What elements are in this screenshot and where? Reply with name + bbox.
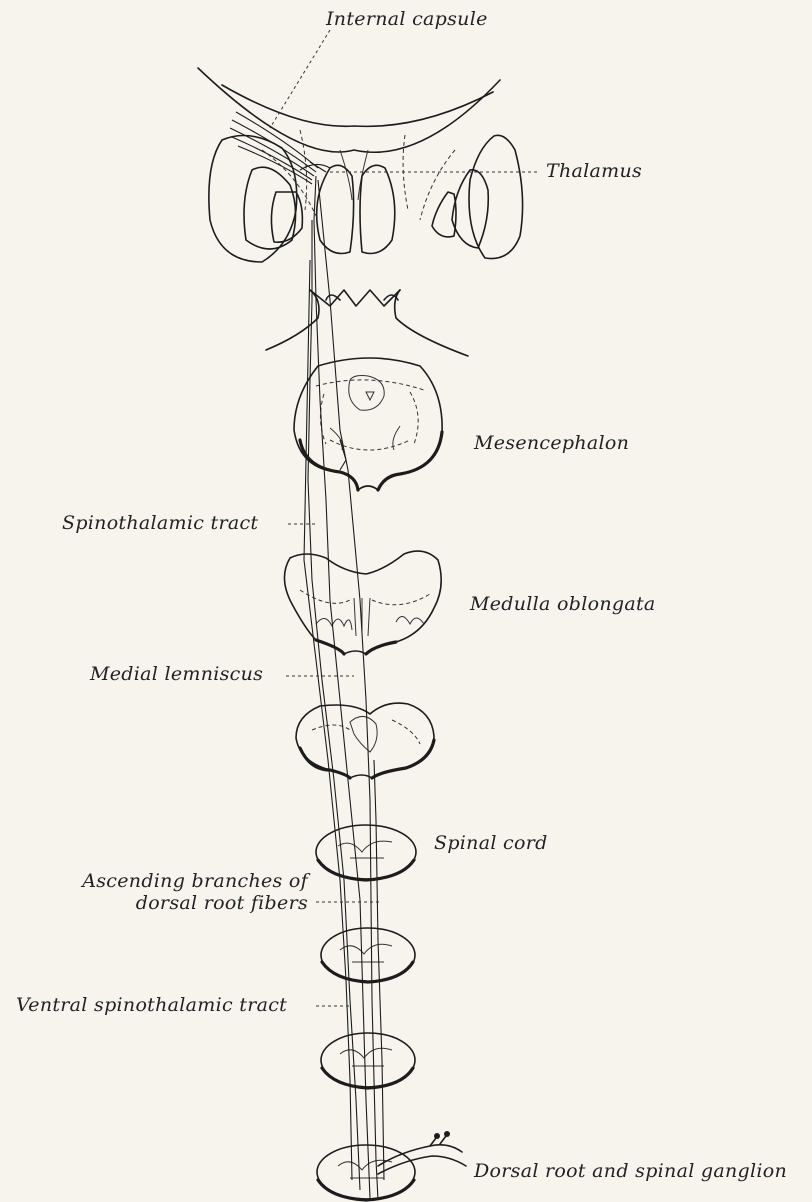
spinal-cord-segment-3 bbox=[321, 1033, 415, 1088]
spinal-cord-segment-2 bbox=[321, 928, 415, 982]
mesencephalon-label: Mesencephalon bbox=[474, 434, 629, 453]
thalamus-label: Thalamus bbox=[546, 162, 642, 181]
diencephalon-brainstem-outline bbox=[266, 290, 468, 356]
medial-lemniscus-label: Medial lemniscus bbox=[90, 665, 263, 684]
forebrain-section bbox=[198, 68, 523, 262]
ascending-tract-fibers bbox=[304, 176, 384, 1200]
dorsal-root-ganglion bbox=[378, 1131, 466, 1174]
spinal-cord-segment-1 bbox=[316, 825, 416, 880]
ventral-spinothalamic-tract-label: Ventral spinothalamic tract bbox=[16, 996, 287, 1015]
internal-capsule-label: Internal capsule bbox=[326, 10, 488, 29]
ascending-branches-label-line1: Ascending branches of bbox=[60, 872, 308, 891]
leader-lines bbox=[270, 30, 540, 1006]
spinal-cord-segment-4 bbox=[317, 1145, 415, 1200]
dorsal-root-ganglion-label: Dorsal root and spinal ganglion bbox=[474, 1162, 787, 1181]
ascending-branches-label-line2: dorsal root fibers bbox=[60, 894, 308, 913]
spinothalamic-tract-label: Spinothalamic tract bbox=[62, 514, 258, 533]
medulla-oblongata-label: Medulla oblongata bbox=[470, 595, 656, 614]
mesencephalon-section bbox=[294, 358, 442, 490]
spinal-cord-label: Spinal cord bbox=[434, 834, 548, 853]
lower-brainstem-section bbox=[296, 703, 434, 778]
